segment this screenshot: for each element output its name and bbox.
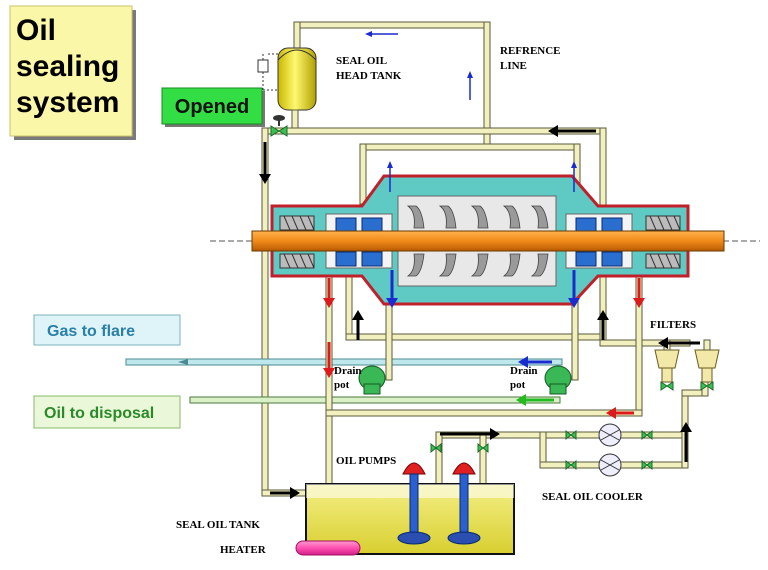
flare-arrow	[178, 359, 188, 365]
drain-pot-right-label-2: pot	[510, 379, 526, 391]
gas-to-flare-box: Gas to flare	[33, 314, 181, 346]
seal-oil-cooler-label: SEAL OIL COOLER	[542, 491, 644, 503]
impellers	[406, 205, 549, 277]
rotor-shaft	[251, 230, 725, 252]
title-line-2: sealing	[16, 50, 119, 83]
refrence-line-label-1: REFRENCE	[500, 45, 561, 57]
drain-pot-left-label-2: pot	[334, 379, 350, 391]
seal-oil-head-tank: SEAL OIL HEAD TANK	[257, 47, 402, 129]
oil-to-disposal-box: Oil to disposal	[33, 395, 181, 429]
seal-oil-coolers: SEAL OIL COOLER	[542, 423, 644, 503]
oil-pumps-label: OIL PUMPS	[336, 455, 396, 467]
cooler-valves	[430, 429, 653, 471]
seal-oil-tank-label: SEAL OIL TANK	[176, 519, 260, 531]
drain-pot-right-label-1: Drain	[510, 365, 538, 377]
filters-label: FILTERS	[650, 319, 696, 331]
flow-arrows-green	[516, 394, 554, 406]
oil-pumps: OIL PUMPS	[336, 455, 481, 545]
drain-pot-left: Drain pot	[334, 365, 386, 395]
heater-label: HEATER	[220, 544, 267, 556]
bearing-blocks	[335, 217, 623, 267]
title-line-3: system	[16, 86, 119, 119]
oil-to-disposal-label: Oil to disposal	[44, 405, 154, 422]
drain-pot-left-label-1: Drain	[334, 365, 362, 377]
gas-to-flare-label: Gas to flare	[47, 323, 135, 340]
head-tank-label-2: HEAD TANK	[336, 70, 402, 82]
status-badge-label: Opened	[175, 96, 249, 118]
title-line-1: Oil	[16, 14, 56, 47]
head-tank-label-1: SEAL OIL	[336, 55, 387, 67]
status-badge: Opened	[161, 87, 265, 127]
refrence-line-label-2: LINE	[500, 60, 527, 72]
drain-pot-right: Drain pot	[510, 365, 572, 395]
flow-arrows-blue	[365, 31, 580, 368]
oil-filters: FILTERS	[650, 319, 720, 391]
flow-arrows-red	[323, 278, 645, 419]
head-tank-valve	[270, 115, 288, 137]
flow-arrows-black	[259, 125, 700, 499]
heater: HEATER	[220, 540, 361, 556]
title-box: Oil sealing system	[9, 5, 136, 140]
